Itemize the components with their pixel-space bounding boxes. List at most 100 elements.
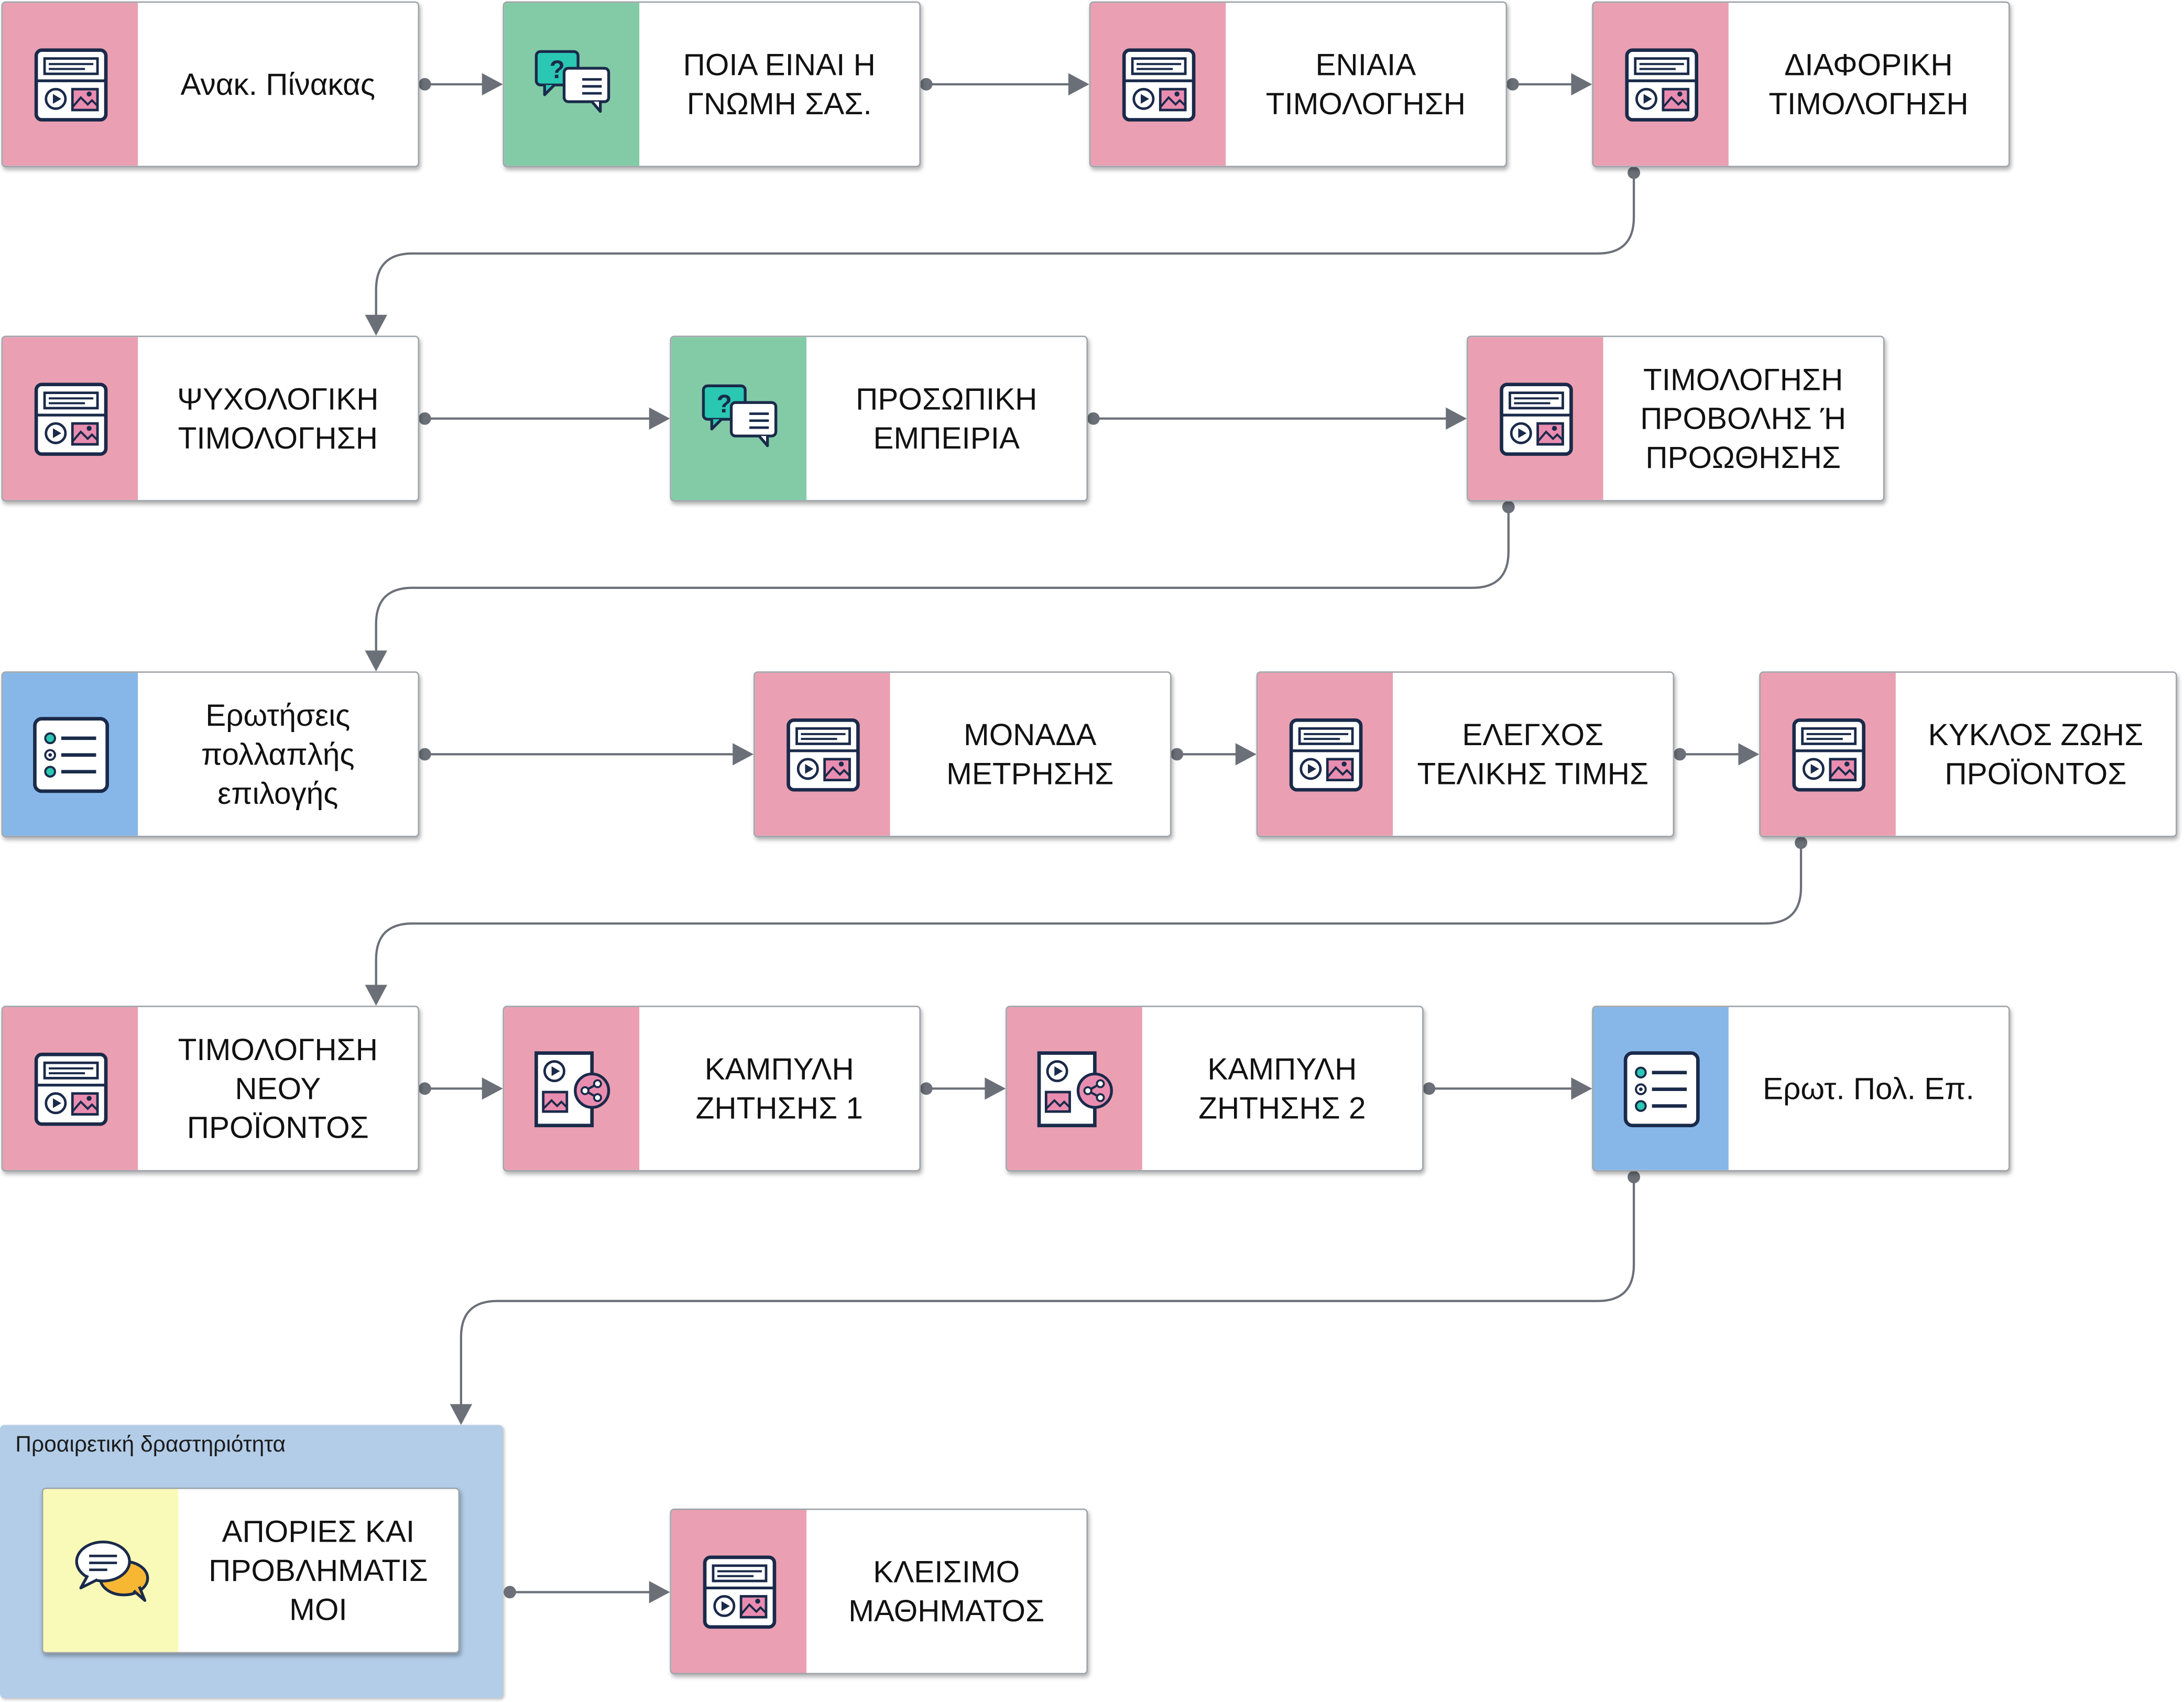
node-label: ΤΙΜΟΛΟΓΗΣΗ ΝΕΟΥ ΠΡΟΪΟΝΤΟΣ bbox=[178, 1031, 378, 1144]
lesson-page-icon bbox=[697, 1550, 780, 1633]
checklist-icon bbox=[28, 713, 112, 796]
activity-node[interactable]: ΚΥΚΛΟΣ ΖΩΗΣ ΠΡΟΪΟΝΤΟΣ bbox=[1759, 671, 2177, 837]
lesson-page-icon bbox=[1494, 377, 1577, 460]
connector-arrowhead bbox=[649, 407, 670, 430]
activity-node[interactable]: ΚΑΜΠΥΛΗ ΖΗΤΗΣΗΣ 2 bbox=[1006, 1006, 1424, 1172]
connector-line bbox=[460, 1177, 1635, 1406]
lesson-page-icon bbox=[28, 1047, 112, 1130]
connector-start-dot bbox=[418, 748, 431, 761]
activity-node[interactable]: ΠΟΙΑ ΕΙΝΑΙ Η ΓΝΩΜΗ ΣΑΣ. bbox=[503, 1, 921, 167]
node-label: Ερωτήσεις πολλαπλής επιλογής bbox=[201, 697, 355, 810]
lesson-type-strip bbox=[671, 1510, 807, 1673]
lesson-type-strip bbox=[3, 3, 138, 166]
lesson-type-strip bbox=[755, 672, 890, 836]
connector-line bbox=[375, 843, 1803, 987]
connector-arrowhead bbox=[1738, 743, 1760, 766]
lesson-type-strip bbox=[504, 1007, 640, 1170]
connector-arrowhead bbox=[1446, 407, 1467, 430]
connector-start-dot bbox=[1628, 166, 1641, 179]
lesson-page-icon bbox=[1619, 42, 1702, 126]
connector-start-dot bbox=[418, 1082, 431, 1095]
shared-media-icon bbox=[530, 1047, 613, 1130]
connector-line bbox=[375, 507, 1510, 652]
connector-start-dot bbox=[1673, 748, 1686, 761]
connector-start-dot bbox=[920, 78, 933, 91]
node-label: Ανακ. Πίνακας bbox=[180, 66, 376, 101]
activity-node[interactable]: ΕΛΕΓΧΟΣ ΤΕΛΙΚΗΣ ΤΙΜΗΣ bbox=[1256, 671, 1675, 837]
connector-arrowhead bbox=[450, 1404, 473, 1425]
activity-node[interactable]: ΤΙΜΟΛΟΓΗΣΗ ΝΕΟΥ ΠΡΟΪΟΝΤΟΣ bbox=[1, 1006, 420, 1172]
lesson-page-icon bbox=[1117, 42, 1200, 126]
node-label: Ερωτ. Πολ. Επ. bbox=[1763, 1070, 1974, 1106]
connector-start-dot bbox=[1171, 748, 1184, 761]
activity-node[interactable]: ΚΑΜΠΥΛΗ ΖΗΤΗΣΗΣ 1 bbox=[503, 1006, 921, 1172]
lesson-type-strip bbox=[3, 1007, 138, 1170]
lesson-type-strip bbox=[1258, 672, 1393, 836]
lesson-type-strip bbox=[1760, 672, 1896, 836]
connector-arrowhead bbox=[1235, 743, 1257, 766]
lesson-page-icon bbox=[1786, 713, 1870, 796]
node-label: ΑΠΟΡΙΕΣ ΚΑΙ ΠΡΟΒΛΗΜΑΤΙΣ ΜΟΙ bbox=[209, 1513, 428, 1627]
lesson-type-strip bbox=[1007, 1007, 1142, 1170]
connector-arrowhead bbox=[482, 73, 503, 96]
lesson-page-icon bbox=[28, 377, 112, 460]
poll-type-strip bbox=[671, 337, 807, 500]
activity-node[interactable]: ΠΡΟΣΩΠΙΚΗ ΕΜΠΕΙΡΙΑ bbox=[670, 335, 1088, 501]
poll-type-strip bbox=[504, 3, 640, 166]
connector-start-dot bbox=[1087, 412, 1100, 425]
node-label: ΚΥΚΛΟΣ ΖΩΗΣ ΠΡΟΪΟΝΤΟΣ bbox=[1928, 716, 2144, 791]
activity-node[interactable]: ΨΥΧΟΛΟΓΙΚΗ ΤΙΜΟΛΟΓΗΣΗ bbox=[1, 335, 420, 501]
activity-node[interactable]: Ανακ. Πίνακας bbox=[1, 1, 420, 167]
connector-start-dot bbox=[1502, 500, 1515, 514]
node-label: ΚΑΜΠΥΛΗ ΖΗΤΗΣΗΣ 1 bbox=[695, 1051, 863, 1125]
lesson-type-strip bbox=[1593, 3, 1729, 166]
activity-node[interactable]: Ερωτήσεις πολλαπλής επιλογής bbox=[1, 671, 420, 837]
node-label: ΕΝΙΑΙΑ ΤΙΜΟΛΟΓΗΣΗ bbox=[1265, 47, 1466, 121]
checklist-icon bbox=[1619, 1047, 1702, 1130]
connector-arrowhead bbox=[365, 650, 387, 672]
connector-arrowhead bbox=[1571, 73, 1592, 96]
group-label: Προαιρετική δραστηριότητα bbox=[15, 1433, 286, 1457]
node-label: ΤΙΜΟΛΟΓΗΣΗ ΠΡΟΒΟΛΗΣ Ή ΠΡΟΩΘΗΣΗΣ bbox=[1640, 361, 1847, 475]
lesson-type-strip bbox=[1468, 337, 1603, 500]
connector-start-dot bbox=[418, 412, 431, 425]
activity-node[interactable]: ΕΝΙΑΙΑ ΤΙΜΟΛΟΓΗΣΗ bbox=[1089, 1, 1508, 167]
lesson-page-icon bbox=[1284, 713, 1367, 796]
node-label: ΚΛΕΙΣΙΜΟ ΜΑΘΗΜΑΤΟΣ bbox=[848, 1554, 1045, 1628]
quiz-type-strip bbox=[3, 672, 138, 836]
activity-node[interactable]: ΜΟΝΑΔΑ ΜΕΤΡΗΣΗΣ bbox=[754, 671, 1172, 837]
connector-arrowhead bbox=[1571, 1077, 1592, 1100]
activity-node[interactable]: ΚΛΕΙΣΙΜΟ ΜΑΘΗΜΑΤΟΣ bbox=[670, 1508, 1088, 1675]
quiz-type-strip bbox=[1593, 1007, 1729, 1170]
question-chat-icon bbox=[530, 42, 613, 126]
node-label: ΔΙΑΦΟΡΙΚΗ ΤΙΜΟΛΟΓΗΣΗ bbox=[1768, 47, 1969, 121]
connector-arrowhead bbox=[985, 1077, 1006, 1100]
connector-arrowhead bbox=[482, 1077, 503, 1100]
node-label: ΚΑΜΠΥΛΗ ΖΗΤΗΣΗΣ 2 bbox=[1198, 1051, 1366, 1125]
connector-start-dot bbox=[920, 1082, 933, 1095]
shared-media-icon bbox=[1033, 1047, 1116, 1130]
activity-node[interactable]: ΤΙΜΟΛΟΓΗΣΗ ΠΡΟΒΟΛΗΣ Ή ΠΡΟΩΘΗΣΗΣ bbox=[1467, 335, 1885, 501]
connector-line bbox=[375, 172, 1635, 317]
connector-start-dot bbox=[503, 1586, 516, 1599]
lesson-type-strip bbox=[3, 337, 138, 500]
node-label: ΨΥΧΟΛΟΓΙΚΗ ΤΙΜΟΛΟΓΗΣΗ bbox=[177, 381, 379, 455]
lesson-type-strip bbox=[1090, 3, 1226, 166]
node-label: ΠΡΟΣΩΠΙΚΗ ΕΜΠΕΙΡΙΑ bbox=[856, 381, 1038, 455]
connector-arrowhead bbox=[365, 314, 387, 336]
discussion-bubbles-icon bbox=[69, 1529, 152, 1612]
connector-arrowhead bbox=[649, 1581, 670, 1603]
connector-start-dot bbox=[418, 78, 431, 91]
connector-arrowhead bbox=[733, 743, 754, 766]
forum-type-strip bbox=[43, 1489, 179, 1652]
lesson-page-icon bbox=[28, 42, 112, 126]
activity-node[interactable]: ΔΙΑΦΟΡΙΚΗ ΤΙΜΟΛΟΓΗΣΗ bbox=[1592, 1, 2010, 167]
activity-node[interactable]: ΑΠΟΡΙΕΣ ΚΑΙ ΠΡΟΒΛΗΜΑΤΙΣ ΜΟΙ bbox=[41, 1487, 460, 1654]
node-label: ΠΟΙΑ ΕΙΝΑΙ Η ΓΝΩΜΗ ΣΑΣ. bbox=[683, 47, 876, 121]
activity-node[interactable]: Ερωτ. Πολ. Επ. bbox=[1592, 1006, 2010, 1172]
question-chat-icon bbox=[697, 377, 780, 460]
connector-arrowhead bbox=[1068, 73, 1089, 96]
node-label: ΜΟΝΑΔΑ ΜΕΤΡΗΣΗΣ bbox=[946, 716, 1114, 791]
